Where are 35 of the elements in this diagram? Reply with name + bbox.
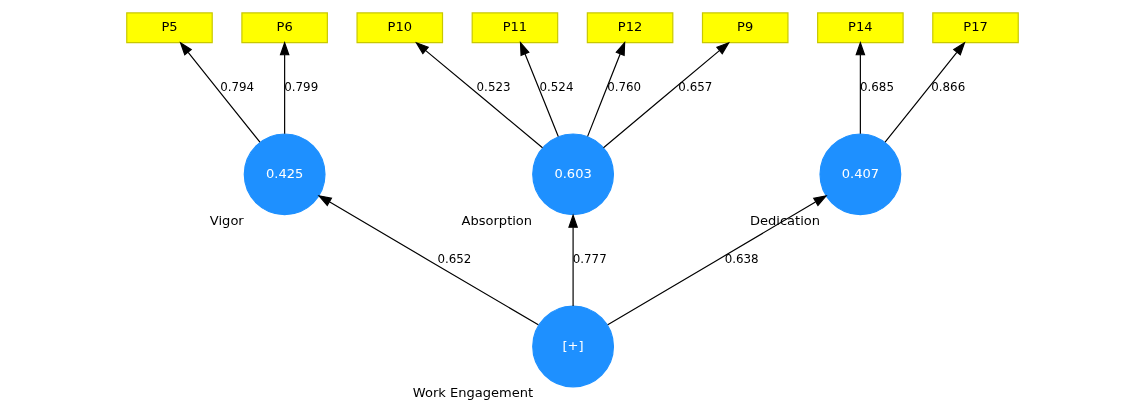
edge-label: 0.524 [539, 80, 573, 95]
arrow [414, 41, 543, 149]
arrow [567, 213, 578, 307]
edge-label: 0.794 [219, 80, 254, 95]
node-box: P17 [931, 12, 1019, 44]
node-label: Vigor [209, 213, 244, 229]
edge-label: 0.523 [476, 80, 511, 95]
node-box: P9 [701, 12, 789, 44]
node-circle: 0.407 [818, 133, 901, 216]
arrow [519, 41, 559, 137]
edge-label: 0.652 [436, 252, 471, 267]
edge-label: 0.760 [606, 80, 641, 95]
edge-label: 0.866 [930, 80, 965, 95]
arrow [602, 41, 730, 149]
node-box: P11 [471, 12, 558, 44]
arrow [606, 194, 828, 326]
node-circle: 0.603 [531, 133, 614, 216]
node-circle: [+] [531, 305, 614, 388]
node-label: Work Engagement [412, 385, 533, 401]
node-box: P6 [240, 12, 328, 44]
arrow [317, 194, 539, 326]
arrow [279, 41, 290, 135]
node-box: P10 [355, 12, 443, 44]
node-box: P5 [125, 12, 213, 44]
node-box: P14 [816, 12, 904, 44]
edge-label: 0.799 [283, 80, 318, 95]
edge-label: 0.657 [677, 80, 712, 95]
arrow [178, 41, 261, 143]
arrow [586, 41, 625, 137]
edge-label: 0.638 [724, 252, 759, 267]
node-label: Absorption [461, 213, 532, 229]
node-circle: 0.425 [243, 133, 326, 216]
arrow [883, 41, 966, 143]
node-box: P12 [586, 12, 673, 44]
arrow [854, 41, 865, 135]
